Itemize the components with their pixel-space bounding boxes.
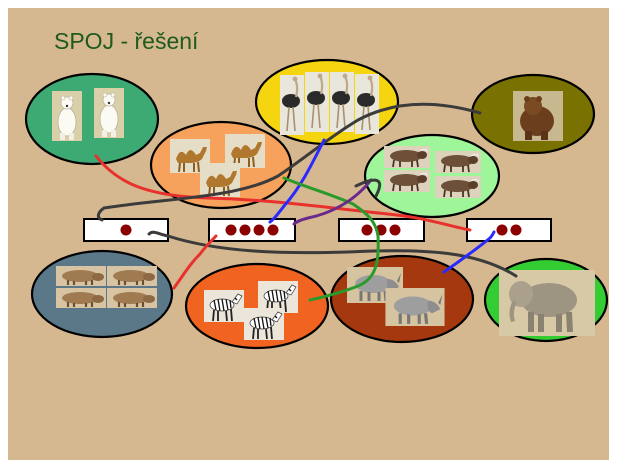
- slide: SPOJ - řešení: [8, 8, 609, 460]
- dot: [225, 224, 237, 236]
- buffalo-icon: [435, 151, 481, 173]
- group-zebras: [184, 262, 330, 350]
- dot-box-1: [83, 218, 169, 242]
- group-ostriches: [254, 58, 400, 146]
- connector-buffaloes-dark: [354, 178, 382, 198]
- group-buffaloes: [363, 133, 501, 219]
- connection-lines: [94, 102, 518, 302]
- slide-title: SPOJ - řešení: [54, 28, 199, 54]
- ostrich-icon: [280, 75, 304, 135]
- dot: [361, 224, 373, 236]
- group-elephant: [483, 257, 609, 343]
- connector-elephant: [147, 230, 518, 278]
- hippo-icon: [56, 288, 106, 308]
- hippo-icon: [107, 266, 157, 286]
- group-brown-bear: [470, 73, 596, 155]
- dot: [510, 224, 522, 236]
- camel-icon: [225, 134, 265, 168]
- buffalo-icon: [384, 170, 430, 192]
- zebra-icon: [204, 290, 244, 322]
- connector-hippos: [172, 234, 218, 290]
- dot: [496, 224, 508, 236]
- connector-rhinos: [442, 230, 496, 274]
- group-rhinos: [329, 254, 475, 344]
- connector-ostriches: [268, 138, 326, 224]
- ostrich-icon: [305, 72, 329, 132]
- dot: [267, 224, 279, 236]
- slide-canvas: [8, 8, 609, 460]
- group-hippos: [30, 249, 174, 339]
- hippo-icon: [56, 266, 106, 286]
- connector-camels: [282, 176, 380, 302]
- group-polar-bears: [24, 72, 160, 166]
- dot: [239, 224, 251, 236]
- buffalo-icon: [435, 176, 481, 198]
- dot: [253, 224, 265, 236]
- buffalo-icon: [384, 146, 430, 168]
- dot-box-4: [208, 218, 296, 242]
- connector-buffaloes: [292, 178, 373, 226]
- polar-bears-ellipse: [24, 72, 160, 166]
- dot-box-3: [338, 218, 425, 242]
- polar-bear-icon: [94, 88, 124, 138]
- connector-polar-bears: [94, 154, 472, 232]
- ostrich-icon: [355, 74, 379, 134]
- hippo-icon: [107, 288, 157, 308]
- rhino-icon: [385, 288, 444, 326]
- brown-bear-icon: [513, 91, 563, 141]
- polar-bear-icon: [52, 91, 82, 141]
- dot: [120, 224, 132, 236]
- elephant-icon: [499, 270, 595, 336]
- connector-brown-bear: [96, 102, 482, 222]
- zebra-icon: [244, 308, 284, 340]
- dot: [389, 224, 401, 236]
- dot-box-2: [466, 218, 552, 242]
